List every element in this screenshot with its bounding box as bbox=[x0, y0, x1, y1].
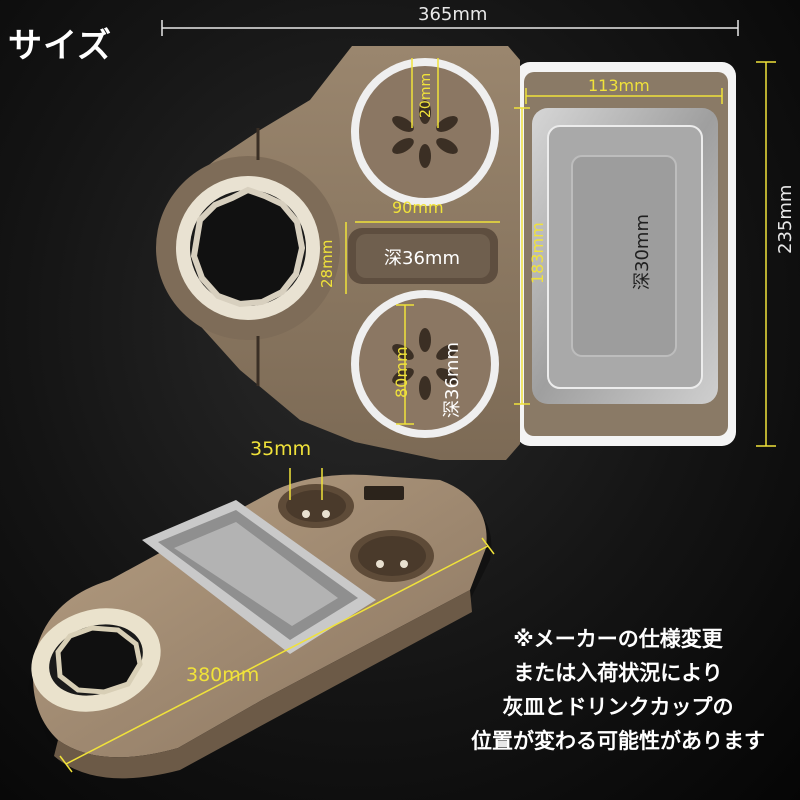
notice-line-3: 灰皿とドリンクカップの bbox=[502, 695, 734, 719]
notice-line-2: または入荷状況により bbox=[513, 661, 723, 685]
width-dimension-label: 365mm bbox=[418, 4, 488, 25]
perspective-view bbox=[28, 468, 495, 779]
page-title: サイズ bbox=[8, 26, 112, 66]
gap-dimension-label: 35mm bbox=[250, 438, 312, 460]
slot-depth-label: 深36mm bbox=[384, 248, 460, 269]
height-dimension-label: 235mm bbox=[775, 184, 796, 254]
tray-height-label: 183mm bbox=[528, 222, 547, 284]
length-dimension-label: 380mm bbox=[186, 664, 260, 686]
tray-depth-label: 深30mm bbox=[632, 214, 653, 290]
slot-width-label: 90mm bbox=[392, 198, 444, 217]
specification-notice: ※メーカーの仕様変更 または入荷状況により 灰皿とドリンクカップの 位置が変わる… bbox=[448, 622, 788, 758]
cup-diameter-label: 80mm bbox=[392, 346, 411, 398]
notice-line-4: 位置が変わる可能性があります bbox=[471, 729, 765, 753]
ring-width-label: 28mm bbox=[318, 239, 336, 288]
small-hole-label: 20mm bbox=[418, 72, 434, 118]
notice-line-1: ※メーカーの仕様変更 bbox=[513, 627, 723, 651]
top-view bbox=[156, 20, 776, 460]
cup-depth-label: 深36mm bbox=[442, 342, 463, 418]
tray-width-label: 113mm bbox=[588, 76, 650, 95]
brand-logo bbox=[364, 486, 404, 500]
